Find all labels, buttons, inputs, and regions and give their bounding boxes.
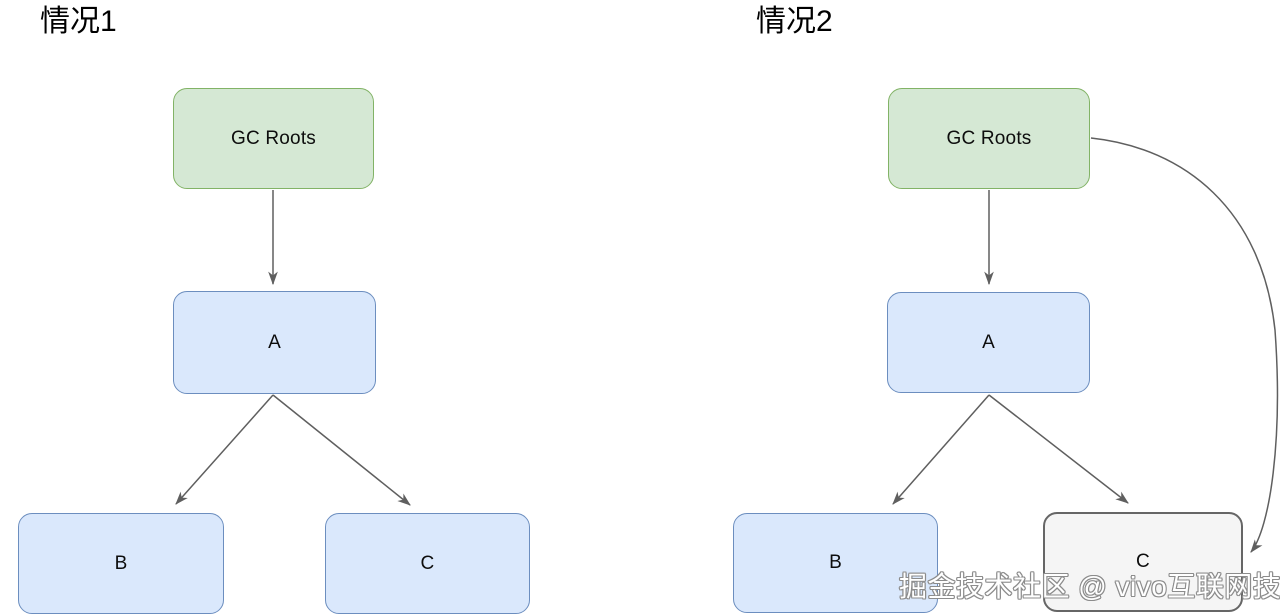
node-a-case2: A — [887, 292, 1090, 393]
node-gc-roots-case2: GC Roots — [888, 88, 1090, 189]
node-gc-roots-case1: GC Roots — [173, 88, 374, 189]
diagram1-title: 情况1 — [40, 5, 117, 38]
edge-a-to-b-right — [892, 394, 990, 505]
edge-a-to-c-right — [988, 394, 1129, 504]
node-label: GC Roots — [230, 127, 316, 149]
diagram2-title: 情况2 — [756, 5, 833, 38]
node-label: B — [114, 552, 128, 574]
node-b-case1: B — [18, 513, 224, 614]
node-label: C — [420, 552, 435, 574]
node-label: C — [1136, 551, 1150, 572]
node-label: A — [268, 331, 281, 353]
watermark: 掘金技术社区 @ vivo互联网技术 — [899, 571, 1280, 602]
edge-a-to-c-left — [272, 394, 411, 506]
node-b-case2: B — [733, 513, 938, 613]
edge-a-to-b-left — [175, 394, 274, 505]
node-c-case1: C — [325, 513, 530, 614]
edge-gcroots-to-c-curved — [1090, 137, 1279, 553]
node-label: A — [982, 331, 995, 353]
node-c-case2: C — [1043, 512, 1243, 612]
node-a-case1: A — [173, 291, 376, 394]
node-label: GC Roots — [946, 127, 1032, 149]
node-label: B — [829, 552, 842, 573]
